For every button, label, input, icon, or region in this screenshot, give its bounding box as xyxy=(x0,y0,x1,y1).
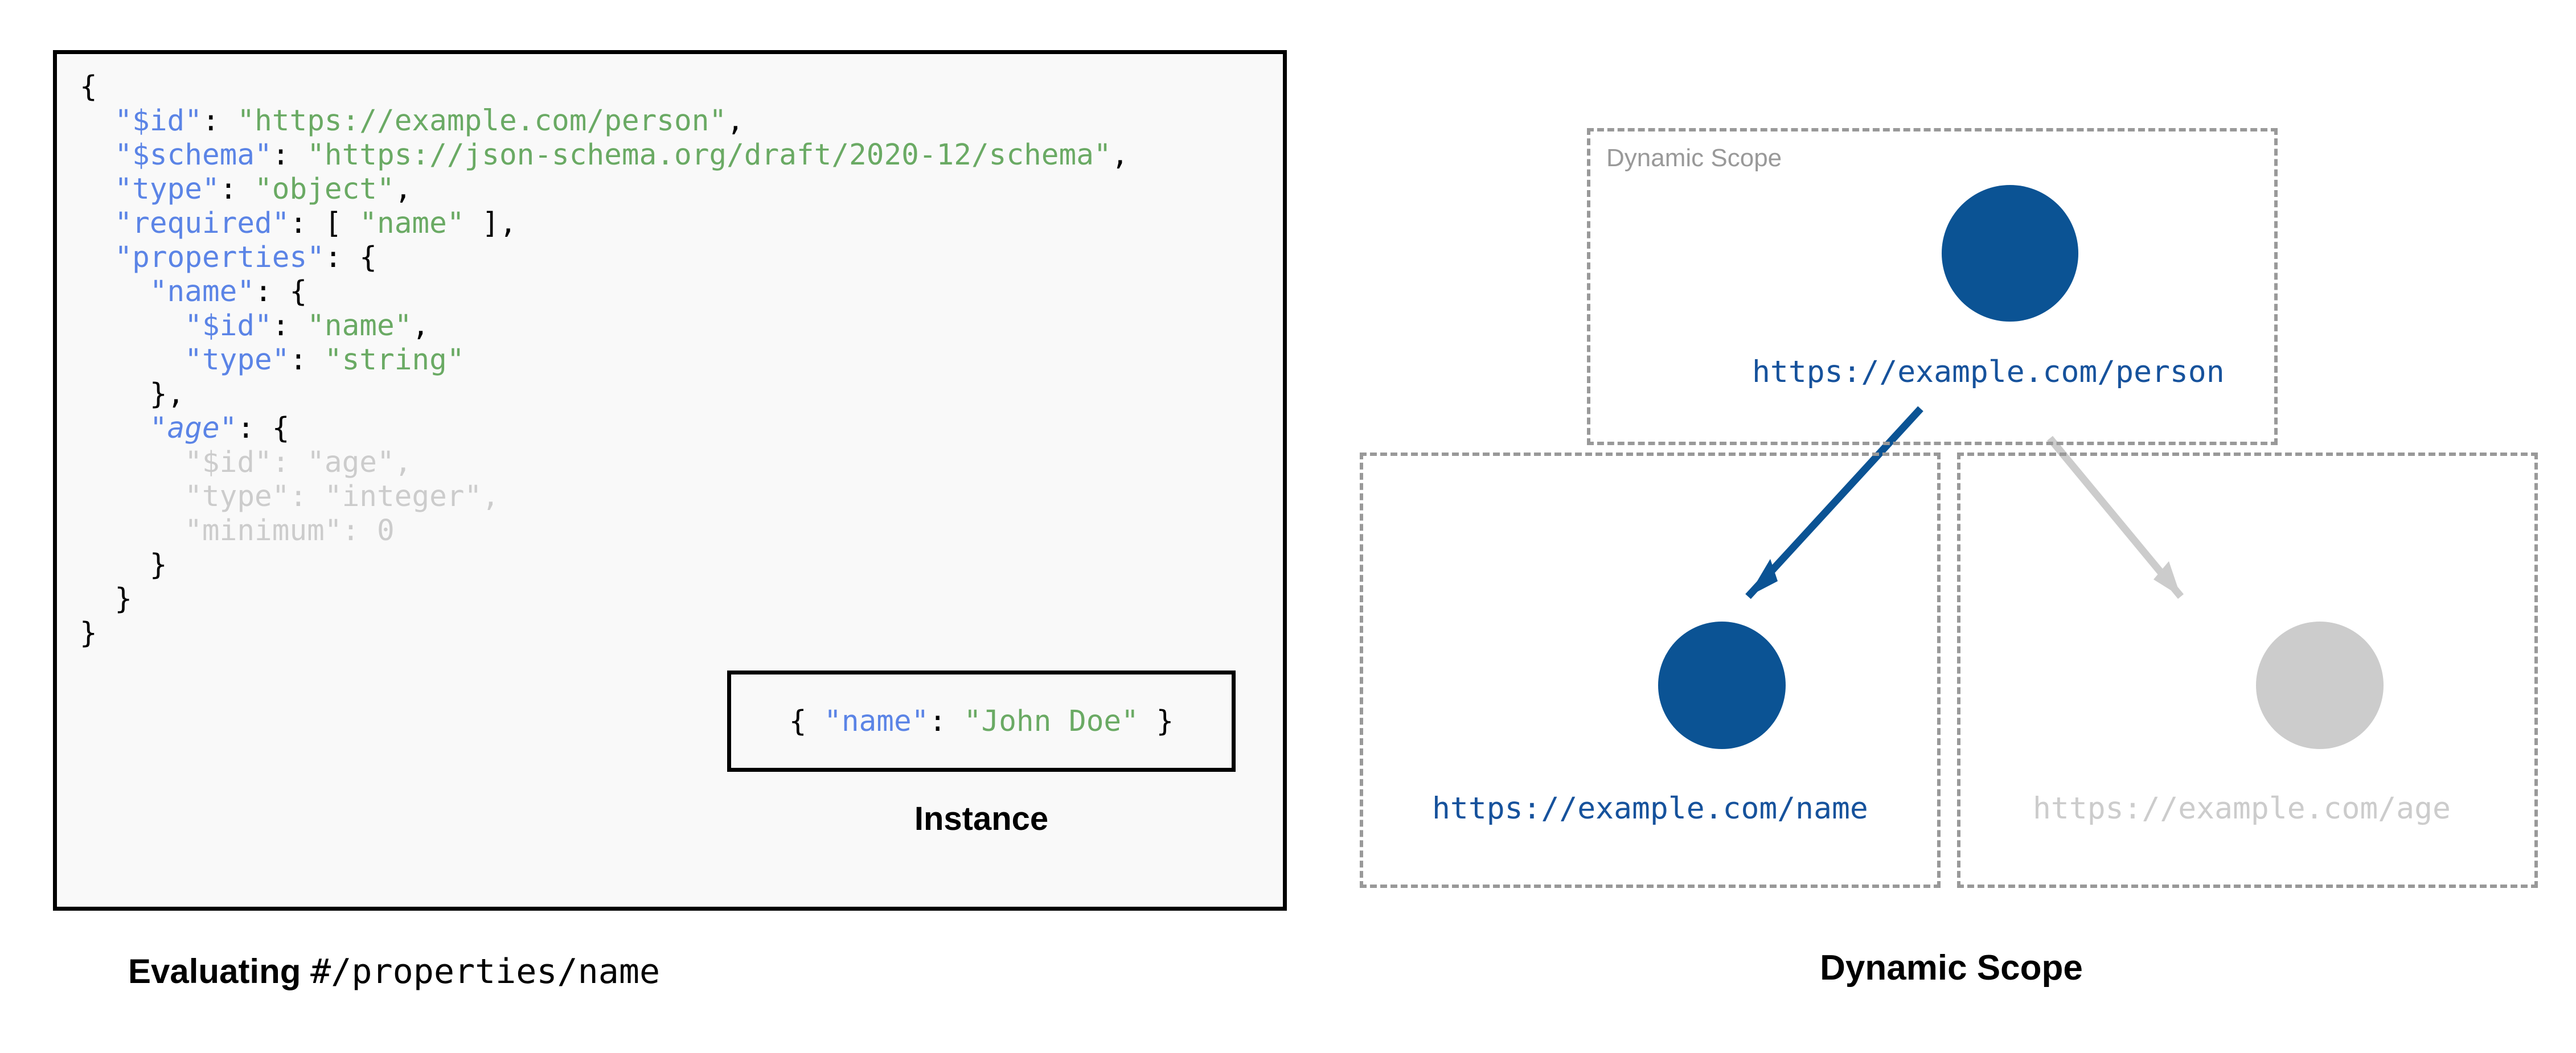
instance-caption: Instance xyxy=(914,800,1049,837)
node-age-circle xyxy=(2256,622,2384,749)
code-line: }, xyxy=(80,377,185,411)
code-line: "name": { xyxy=(149,275,307,309)
caption-mono-pointer: #/properties/name xyxy=(310,952,661,992)
node-person-circle xyxy=(1942,185,2078,322)
code-line: } xyxy=(80,548,167,582)
dynamic-scope-diagram: Dynamic Scope https://example.com/person… xyxy=(1327,0,2576,1053)
node-name-circle xyxy=(1658,622,1786,749)
code-line: { xyxy=(80,70,97,104)
instance-box: { "name": "John Doe" } xyxy=(727,671,1236,772)
dynamic-scope-region-name xyxy=(1360,453,1941,888)
code-line: "$id": "https://example.com/person", xyxy=(114,104,744,138)
code-line: } xyxy=(80,582,133,616)
dynamic-scope-region-age xyxy=(1957,453,2538,888)
dynamic-scope-region-root: Dynamic Scope xyxy=(1587,128,2278,445)
node-person-label: https://example.com/person xyxy=(1752,355,2225,389)
code-line: "required": [ "name" ], xyxy=(114,207,517,240)
code-line: "age": { xyxy=(149,412,290,445)
code-line: "type": "string" xyxy=(184,343,465,377)
code-line: "type": "object", xyxy=(114,172,412,206)
code-line: "$id": "name", xyxy=(184,309,430,343)
schema-code-box: { "$id": "https://example.com/person", "… xyxy=(53,50,1287,911)
code-line: "type": "integer", xyxy=(80,480,499,513)
node-name-label: https://example.com/name xyxy=(1432,791,1868,826)
caption-bold-text: Evaluating xyxy=(128,952,311,990)
node-age-label: https://example.com/age xyxy=(2033,791,2451,826)
left-figure-caption: Evaluating #/properties/name xyxy=(128,952,660,992)
right-figure-caption: Dynamic Scope xyxy=(1820,948,2083,988)
code-line: } xyxy=(80,616,97,650)
instance-code: { "name": "John Doe" } xyxy=(789,704,1174,738)
code-line: "minimum": 0 xyxy=(80,514,395,548)
dynamic-scope-label: Dynamic Scope xyxy=(1606,144,1782,172)
schema-code-listing: { "$id": "https://example.com/person", "… xyxy=(80,70,1129,651)
code-line: "$schema": "https://json-schema.org/draf… xyxy=(114,138,1129,172)
code-line: "properties": { xyxy=(114,241,378,274)
code-line: "$id": "age", xyxy=(80,446,412,479)
